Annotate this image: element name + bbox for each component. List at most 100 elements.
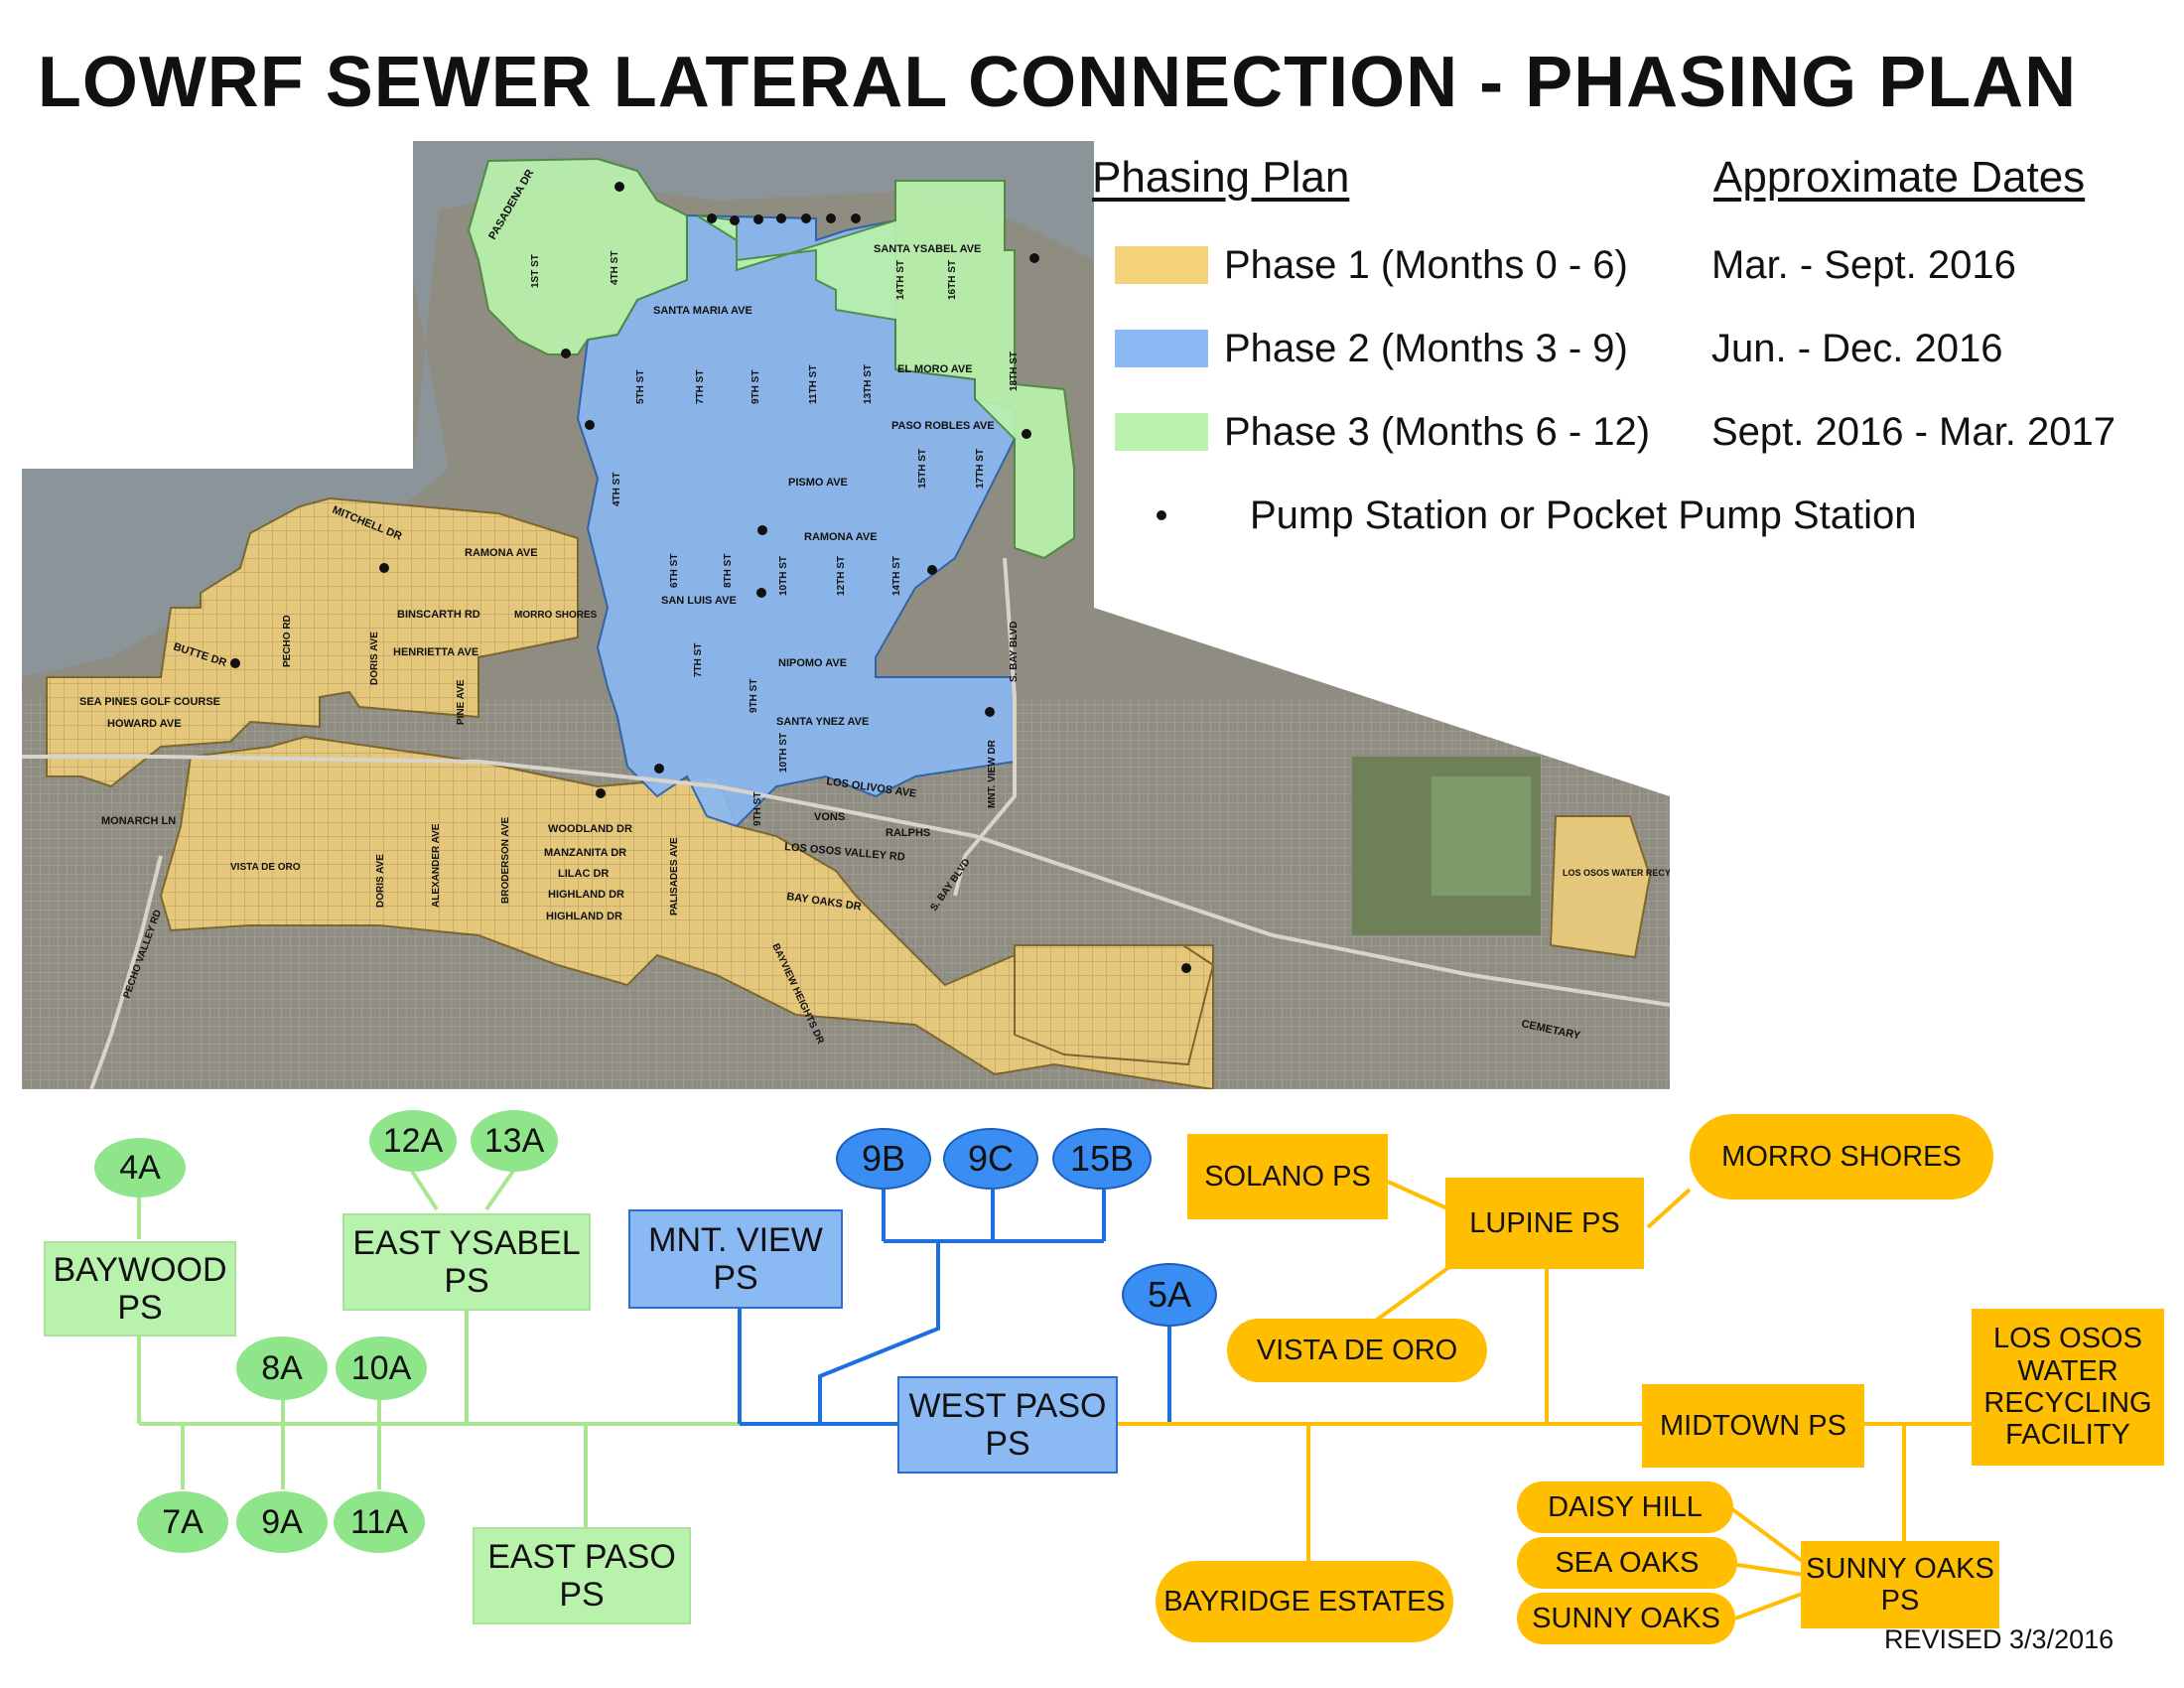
phase1-swatch <box>1115 246 1208 284</box>
map-label: 9TH ST <box>751 370 761 404</box>
map-label: 7TH ST <box>695 370 706 404</box>
map-label: MORRO SHORES <box>514 610 598 621</box>
map-label: 9TH ST <box>752 792 763 826</box>
daisy-hill: DAISY HILL <box>1517 1481 1733 1533</box>
farm-fields-2 <box>1432 776 1531 896</box>
sunny-oaks-ps: SUNNY OAKS PS <box>1801 1541 1999 1628</box>
map-label: MONARCH LN <box>101 815 176 827</box>
node-10a: 10A <box>336 1336 427 1400</box>
line <box>1734 1591 1806 1620</box>
map-label: NIPOMO AVE <box>778 657 847 669</box>
map-label: 12TH ST <box>836 556 847 596</box>
phase2-swatch <box>1115 330 1208 367</box>
lupine-ps: LUPINE PS <box>1445 1178 1644 1269</box>
map-label: 9TH ST <box>749 679 759 713</box>
phase1-dates: Mar. - Sept. 2016 <box>1711 243 2016 287</box>
map-label: 14TH ST <box>895 260 906 300</box>
node-12a: 12A <box>369 1110 457 1172</box>
map-label: PECHO RD <box>282 615 293 667</box>
map-label: SEA PINES GOLF COURSE <box>79 696 220 708</box>
phase1-label: Phase 1 (Months 0 - 6) <box>1224 242 1628 287</box>
map-label: HENRIETTA AVE <box>393 646 478 658</box>
pump-station <box>230 658 240 668</box>
pump-station <box>596 788 606 798</box>
map-label: PISMO AVE <box>788 477 848 489</box>
road-pecho-valley <box>89 855 163 1089</box>
east-paso-ps: EAST PASO PS <box>473 1527 691 1624</box>
pump-station <box>379 563 389 573</box>
pump-station <box>927 565 937 575</box>
phase3-dates: Sept. 2016 - Mar. 2017 <box>1711 410 2116 454</box>
phase1-east <box>1014 944 1215 1066</box>
map-label: PINE AVE <box>456 679 467 725</box>
phase2-dates: Jun. - Dec. 2016 <box>1711 327 2003 370</box>
node-5a: 5A <box>1122 1263 1217 1327</box>
map-label: 1ST ST <box>530 254 541 288</box>
line <box>484 1168 516 1211</box>
map-label: 5TH ST <box>635 370 646 404</box>
pump-station <box>614 182 624 192</box>
map-label: LILAC DR <box>558 868 609 880</box>
pump-station <box>757 525 767 535</box>
revised-date: REVISED 3/3/2016 <box>1884 1624 2115 1654</box>
pump-station <box>561 349 571 358</box>
map-label: DORIS AVE <box>369 632 380 685</box>
map-label: 4TH ST <box>612 473 622 506</box>
pump-station <box>654 764 664 774</box>
solano-ps: SOLANO PS <box>1187 1134 1388 1219</box>
map-label: 8TH ST <box>723 554 734 588</box>
map-label: VONS <box>814 811 845 823</box>
legend-heading-plan: Phasing Plan <box>1092 153 1350 202</box>
pump-station <box>985 707 995 717</box>
phase1-facility <box>1549 815 1652 959</box>
pump-station <box>585 420 595 430</box>
node-9b: 9B <box>836 1128 931 1190</box>
map-label: PASO ROBLES AVE <box>891 420 995 432</box>
mnt-view-ps: MNT. VIEW PS <box>628 1209 843 1309</box>
pump-station <box>826 213 836 223</box>
line <box>409 1168 439 1211</box>
map-label: WOODLAND DR <box>548 823 632 835</box>
road-los-osos-valley <box>22 755 1670 1007</box>
sea-oaks: SEA OAKS <box>1517 1537 1737 1589</box>
map-label: MNT. VIEW DR <box>987 739 998 808</box>
map-label: 17TH ST <box>975 449 986 489</box>
map-label: HIGHLAND DR <box>548 889 624 901</box>
pump-station <box>756 588 766 598</box>
map-label: DORIS AVE <box>375 854 386 908</box>
node-9c: 9C <box>943 1128 1038 1190</box>
pump-station <box>753 214 763 224</box>
pump-station <box>851 213 861 223</box>
pump-stations <box>230 182 1191 973</box>
morro-shores: MORRO SHORES <box>1690 1114 1993 1199</box>
map-label: 7TH ST <box>693 643 704 677</box>
line <box>1730 1507 1807 1565</box>
map-label: 14TH ST <box>891 556 902 596</box>
map-label: PALISADES AVE <box>669 837 680 915</box>
map-label: S. BAY BLVD <box>1009 622 1020 683</box>
map-label: LOS OSOS WATER RECYCLING FACILITY <box>1563 868 1670 878</box>
line <box>1736 1563 1806 1577</box>
pump-station-label: Pump Station or Pocket Pump Station <box>1250 492 1917 537</box>
legend-heading-dates: Approximate Dates <box>1713 153 2086 202</box>
line <box>1387 1180 1450 1211</box>
map-label: HOWARD AVE <box>107 718 182 730</box>
map-label: RAMONA AVE <box>465 547 538 559</box>
bayridge-estates: BAYRIDGE ESTATES <box>1156 1561 1453 1642</box>
map-label: EL MORO AVE <box>897 363 973 375</box>
vista-de-oro: VISTA DE ORO <box>1227 1319 1487 1382</box>
map-label: VISTA DE ORO <box>230 862 301 873</box>
node-11a: 11A <box>334 1491 425 1553</box>
pump-station <box>1181 963 1191 973</box>
pump-station <box>730 215 740 225</box>
map-label: RAMONA AVE <box>804 531 878 543</box>
map-label: BINSCARTH RD <box>397 609 480 621</box>
map-label: 13TH ST <box>863 364 874 404</box>
map-label: RALPHS <box>886 827 930 839</box>
los-osos-water-recycling-facility: LOS OSOS WATER RECYCLING FACILITY <box>1972 1309 2164 1466</box>
map-label: 11TH ST <box>808 365 819 404</box>
legend-pump-station: Pump Station or Pocket Pump Station <box>1115 491 1916 540</box>
pump-station <box>776 213 786 223</box>
phase3-northwest <box>467 157 688 355</box>
pump-station <box>707 213 717 223</box>
